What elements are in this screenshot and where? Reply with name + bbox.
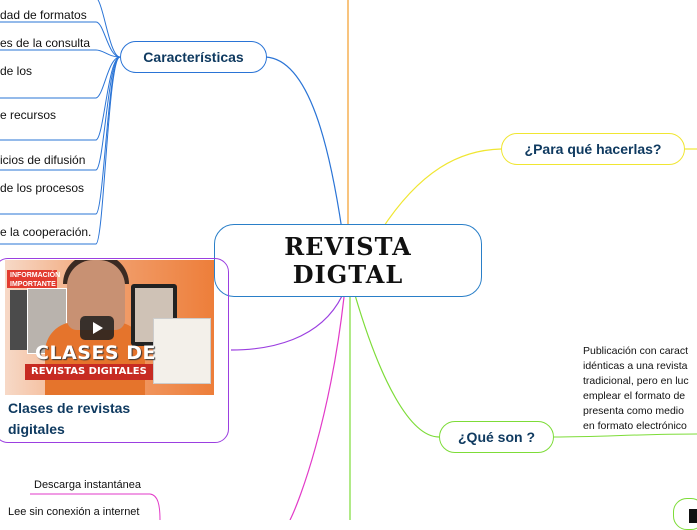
play-icon[interactable]: [80, 316, 114, 340]
video-title: CLASES DE: [35, 342, 156, 364]
topic-caracteristicas[interactable]: Características: [120, 41, 267, 73]
central-topic[interactable]: REVISTA DIGTAL: [214, 224, 482, 297]
ventaja-item-2[interactable]: Lee sin conexión a internet: [8, 506, 140, 518]
topic-para-que-hacerlas[interactable]: ¿Para qué hacerlas?: [501, 133, 685, 165]
description-line: presenta como medio: [583, 405, 684, 417]
topic-que-label: ¿Qué son ?: [458, 429, 535, 445]
caracteristicas-item-2[interactable]: es de la consulta: [0, 36, 91, 50]
video-thumbnail[interactable]: INFORMACIÓN IMPORTANTE CLASES DE REVISTA…: [5, 260, 214, 395]
info-badge: INFORMACIÓN IMPORTANTE: [7, 270, 60, 288]
topic-para-label: ¿Para qué hacerlas?: [524, 141, 662, 157]
central-title-line2: DIGTAL: [292, 259, 404, 289]
caracteristicas-item-7[interactable]: e la cooperación.: [0, 225, 92, 239]
topic-caracteristicas-label: Características: [143, 49, 244, 65]
ventaja-item-1[interactable]: Descarga instantánea: [34, 479, 142, 491]
description-line: Publicación con caract: [583, 345, 689, 357]
topic-clases-de-revistas[interactable]: [0, 258, 229, 443]
caracteristicas-item-1[interactable]: dad de formatos: [0, 8, 87, 22]
topic-que-son[interactable]: ¿Qué son ?: [439, 421, 554, 453]
central-title-line1: REVISTA: [284, 231, 412, 261]
description-line: tradicional, pero en luc: [583, 375, 689, 387]
topic-clases-label: Clases de revistas digitales: [8, 400, 131, 437]
description-line: en formato electrónico: [583, 420, 687, 432]
caracteristicas-item-5[interactable]: icios de difusión: [0, 153, 86, 167]
caracteristicas-item-6[interactable]: de los procesos: [0, 181, 85, 195]
description-line: emplear el formato de: [583, 390, 686, 402]
partial-node-icon: [689, 509, 697, 523]
caracteristicas-item-3[interactable]: de los: [0, 64, 33, 78]
video-subtitle: REVISTAS DIGITALES: [25, 364, 153, 380]
magazine-page-image: [153, 318, 211, 384]
que-son-description[interactable]: Publicación con caract idénticas a una r…: [583, 344, 697, 434]
description-line: idénticas a una revista: [583, 360, 688, 372]
caracteristicas-item-4[interactable]: e recursos: [0, 108, 57, 122]
